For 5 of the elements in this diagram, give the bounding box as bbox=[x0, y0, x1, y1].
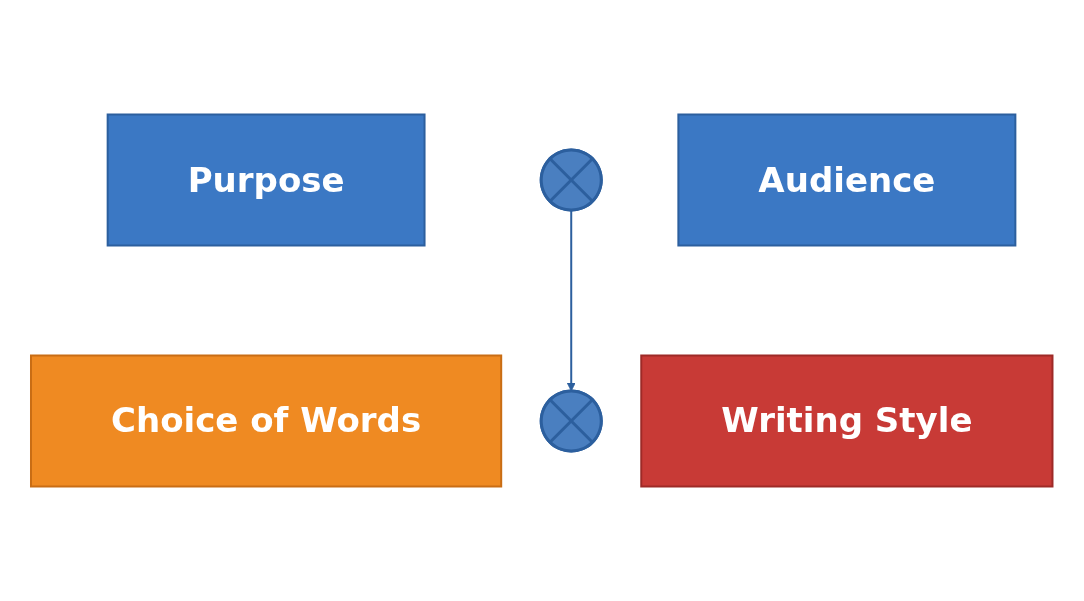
node-box: Audience bbox=[677, 113, 1017, 247]
node-box: Choice of Words bbox=[30, 354, 503, 488]
node-box: Writing Style bbox=[640, 354, 1054, 488]
arrow bbox=[567, 209, 576, 392]
node-box: Purpose bbox=[106, 113, 426, 247]
